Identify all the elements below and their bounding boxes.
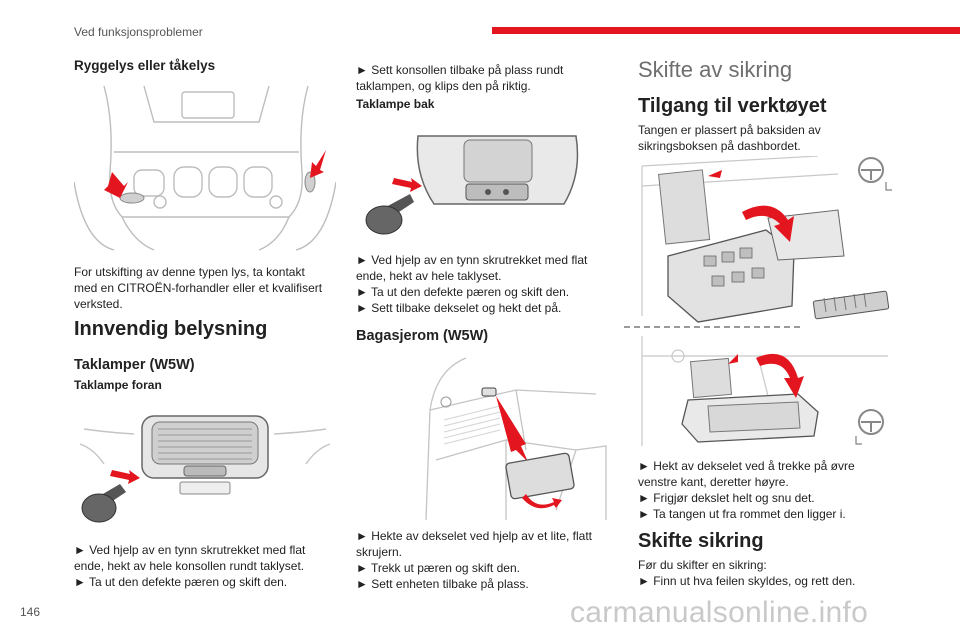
header-accent-bar xyxy=(492,27,960,34)
fuse-box-cover-illustration xyxy=(638,156,900,326)
step-line: ► Sett konsollen tilbake på plass rundt xyxy=(356,63,564,77)
heading-ceiling-lamps: Taklamper (W5W) xyxy=(74,357,195,373)
step-line: venstre kant, deretter høyre. xyxy=(638,475,789,489)
heading-rear-lights: Ryggelys eller tåkelys xyxy=(74,58,216,73)
step-line: ► Frigjør dekslet helt og snu det. xyxy=(638,491,815,505)
rear-ceiling-lamp-illustration xyxy=(356,124,618,242)
step-line: ► Ta tangen ut fra rommet den ligger i. xyxy=(638,507,846,521)
heading-change-fuse: Skifte sikring xyxy=(638,530,764,552)
step-line: ► Finn ut hva feilen skyldes, og rett de… xyxy=(638,574,856,588)
step-line: ► Sett enheten tilbake på plass. xyxy=(356,577,529,591)
step-line: ► Ved hjelp av en tynn skrutrekket med f… xyxy=(74,543,306,557)
boot-lamp-illustration xyxy=(356,350,618,522)
step-line: ende, hekt av hele konsollen rundt takly… xyxy=(74,559,305,573)
rear-text-line: med en CITROËN-forhandler eller et kvali… xyxy=(74,281,323,295)
step-line: Før du skifter en sikring: xyxy=(638,558,767,572)
rear-lamp-steps: ► Ved hjelp av en tynn skrutrekket med f… xyxy=(356,252,618,316)
watermark: carmanualsonline.info xyxy=(570,596,869,629)
heading-interior-lighting: Innvendig belysning xyxy=(74,318,268,340)
page-number: 146 xyxy=(20,605,41,619)
step-line: ende, hekt av hele taklyset. xyxy=(356,269,502,283)
rear-text-line: verksted. xyxy=(74,297,123,311)
front-ceiling-lamp-illustration xyxy=(74,404,336,529)
step-line: ► Hekte av dekselet ved hjelp av et lite… xyxy=(356,529,592,543)
boot-lamp-steps: ► Hekte av dekselet ved hjelp av et lite… xyxy=(356,528,618,592)
front-lamp-continued: ► Sett konsollen tilbake på plass rundt … xyxy=(356,62,618,94)
glovebox-tool-illustration xyxy=(638,336,900,448)
text-line: Tangen er plassert på baksiden av xyxy=(638,123,821,137)
dashed-divider xyxy=(624,326,800,328)
step-line: ► Ta ut den defekte pæren og skift den. xyxy=(356,285,570,299)
heading-rear-lamp: Taklampe bak xyxy=(356,97,435,111)
heading-boot-lamp: Bagasjerom (W5W) xyxy=(356,328,489,344)
text-line: sikringsboksen på dashbordet. xyxy=(638,139,801,153)
running-header: Ved funksjonsproblemer xyxy=(74,25,203,39)
rear-text-line: For utskifting av denne typen lys, ta ko… xyxy=(74,265,305,279)
rear-bumper-illustration xyxy=(74,82,336,254)
front-lamp-steps: ► Ved hjelp av en tynn skrutrekket med f… xyxy=(74,542,336,590)
step-line: ► Trekk ut pæren og skift den. xyxy=(356,561,520,575)
step-line: ► Hekt av dekselet ved å trekke på øvre xyxy=(638,459,855,473)
step-line: ► Ta ut den defekte pæren og skift den. xyxy=(74,575,288,589)
rear-lights-text: For utskifting av denne typen lys, ta ko… xyxy=(74,264,336,312)
step-line: ► Ved hjelp av en tynn skrutrekket med f… xyxy=(356,253,588,267)
tool-location-text: Tangen er plassert på baksiden av sikrin… xyxy=(638,122,908,154)
step-line: taklampen, og klips den på riktig. xyxy=(356,79,531,93)
step-line: ► Sett tilbake dekselet og hekt det på. xyxy=(356,301,562,315)
heading-fuse-change: Skifte av sikring xyxy=(638,57,793,82)
change-fuse-steps: Før du skifter en sikring: ► Finn ut hva… xyxy=(638,557,908,589)
tool-steps: ► Hekt av dekselet ved å trekke på øvre … xyxy=(638,458,908,522)
heading-tool-access: Tilgang til verktøyet xyxy=(638,95,827,117)
step-line: skrujern. xyxy=(356,545,403,559)
heading-front-lamp: Taklampe foran xyxy=(74,378,162,392)
